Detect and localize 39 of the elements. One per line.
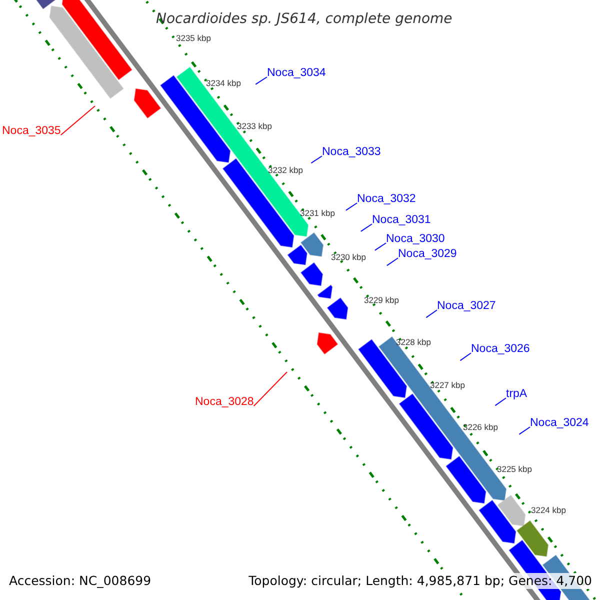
gene-label: Noca_3024 <box>530 416 589 430</box>
diagram-title: Nocardioides sp. JS614, complete genome <box>156 10 452 29</box>
gene-label: Noca_3035 <box>2 124 61 138</box>
tick-label: 3229 kbp <box>364 295 399 305</box>
leader-line <box>255 76 268 85</box>
tick-label: 3232 kbp <box>268 165 303 175</box>
tick-label: 3226 kbp <box>463 422 498 432</box>
tick-label: 3235 kbp <box>176 33 211 43</box>
leader-line <box>386 258 398 266</box>
gene-label: Noca_3031 <box>372 213 431 227</box>
tick-label: 3234 kbp <box>206 78 241 88</box>
leader-line <box>374 242 386 251</box>
gene-label: Noca_3026 <box>471 342 530 356</box>
tick-label: 3228 kbp <box>396 337 431 347</box>
leader-line <box>494 398 506 406</box>
tick-label: 3230 kbp <box>331 252 366 262</box>
tick-label: 3224 kbp <box>531 505 566 515</box>
leader-line <box>60 106 96 136</box>
footer-text: Accession: NC_008699 <box>9 573 152 589</box>
gene-label: Noca_3033 <box>322 145 381 159</box>
tick-label: 3231 kbp <box>300 208 335 218</box>
gene-label: Noca_3032 <box>357 192 416 206</box>
leader-line <box>518 426 530 435</box>
tick-label: 3233 kbp <box>237 121 272 131</box>
leader-line <box>310 156 322 164</box>
leader-line <box>360 224 372 232</box>
gene-label: Noca_3029 <box>398 247 457 261</box>
gene-label: Noca_3028 <box>195 395 254 409</box>
footer-text: Topology: circular; Length: 4,985,871 bp; Genes: 4,700 <box>248 573 592 589</box>
gene-label: Noca_3027 <box>437 299 496 313</box>
gene-label: trpA <box>506 387 528 401</box>
tick-label: 3227 kbp <box>430 380 465 390</box>
gene-label: Noca_3034 <box>267 66 326 80</box>
tick-label: 3225 kbp <box>497 464 532 474</box>
leader-line <box>345 202 358 211</box>
leader-line <box>426 310 438 318</box>
gene-label: Noca_3030 <box>386 232 445 246</box>
leader-line <box>253 372 288 406</box>
leader-line <box>460 352 472 362</box>
